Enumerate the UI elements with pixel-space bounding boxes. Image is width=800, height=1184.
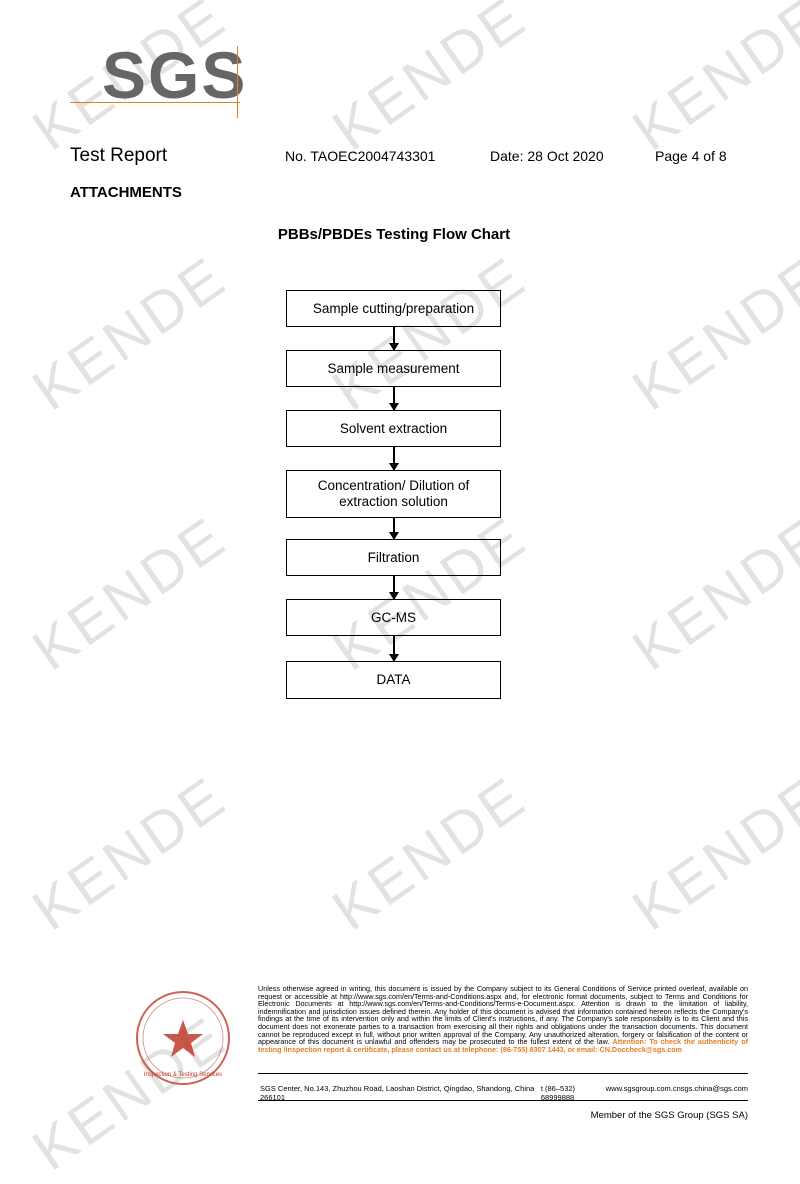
- watermark: KENDE: [621, 503, 800, 684]
- report-date: Date: 28 Oct 2020: [490, 148, 604, 164]
- flow-step: Solvent extraction: [286, 410, 501, 447]
- footer-address: SGS Center, No.143, Zhuzhou Road, Laosha…: [260, 1084, 535, 1102]
- watermark: KENDE: [321, 0, 539, 164]
- watermark: KENDE: [621, 243, 800, 424]
- watermark: KENDE: [21, 503, 239, 684]
- flowchart-title: PBBs/PBDEs Testing Flow Chart: [277, 226, 511, 243]
- page-number: Page 4 of 8: [655, 148, 727, 164]
- footer-phone: t (86–532) 68999888: [540, 1084, 576, 1102]
- watermark: KENDE: [321, 503, 539, 684]
- footer-disclaimer: Unless otherwise agreed in writing, this…: [258, 985, 748, 1053]
- flow-arrow: [389, 447, 399, 471]
- flow-arrow: [389, 387, 399, 411]
- logo-divider: [70, 102, 240, 103]
- watermark: KENDE: [621, 0, 800, 164]
- watermark: KENDE: [21, 243, 239, 424]
- footer-divider: [258, 1073, 748, 1074]
- flow-arrow: [389, 576, 399, 600]
- flow-step: Concentration/ Dilution of extraction so…: [286, 470, 501, 518]
- flow-step: Sample cutting/preparation: [286, 290, 501, 327]
- member-notice: Member of the SGS Group (SGS SA): [590, 1110, 748, 1121]
- section-heading: ATTACHMENTS: [70, 184, 182, 201]
- report-title: Test Report: [70, 145, 168, 166]
- flow-arrow: [389, 327, 399, 351]
- authenticity-notice: Attention: To check the authenticity of …: [258, 1037, 748, 1054]
- logo-text: SGS: [102, 38, 248, 112]
- flow-step: GC-MS: [286, 599, 501, 636]
- report-number: No. TAOEC2004743301: [285, 148, 436, 164]
- watermark: KENDE: [21, 763, 239, 944]
- flow-step: Filtration: [286, 539, 501, 576]
- watermark: KENDE: [621, 763, 800, 944]
- footer-email[interactable]: sgs.china@sgs.com: [680, 1084, 748, 1093]
- official-seal-stamp: Inspection & Testing Services: [136, 991, 230, 1085]
- flow-arrow: [389, 636, 399, 662]
- flow-arrow: [389, 518, 399, 540]
- flow-step: Sample measurement: [286, 350, 501, 387]
- watermark: KENDE: [321, 763, 539, 944]
- footer-website[interactable]: www.sgsgroup.com.cn: [605, 1084, 681, 1093]
- stamp-caption: Inspection & Testing Services: [144, 1072, 222, 1078]
- watermark: KENDE: [321, 243, 539, 424]
- flow-step: DATA: [286, 661, 501, 699]
- footer-divider: [258, 1100, 748, 1101]
- disclaimer-text: Unless otherwise agreed in writing, this…: [258, 984, 748, 1047]
- logo-divider: [237, 46, 238, 118]
- sgs-logo: SGS: [70, 38, 245, 118]
- footer-contact: SGS Center, No.143, Zhuzhou Road, Laosha…: [260, 1084, 748, 1102]
